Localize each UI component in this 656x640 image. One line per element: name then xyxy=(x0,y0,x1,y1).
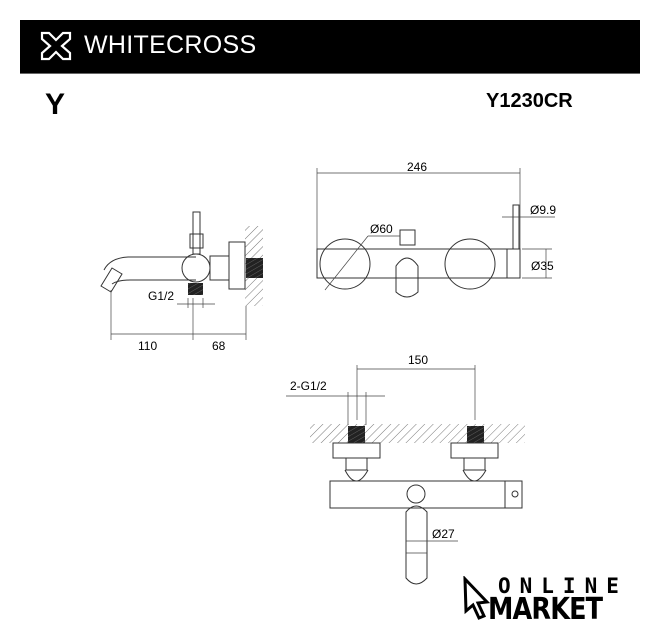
lever xyxy=(192,211,201,255)
spout-outlet xyxy=(395,257,419,298)
dim-lever-diameter: Ø9.9 xyxy=(530,203,556,217)
mixer-body xyxy=(316,248,508,279)
dim-flange-diameter: Ø60 xyxy=(370,222,393,236)
brand-header: WHITECROSS xyxy=(20,20,640,74)
lever xyxy=(512,204,520,250)
mixer-body xyxy=(181,253,211,283)
thread-label: G1/2 xyxy=(148,289,174,303)
dim-center-distance: 150 xyxy=(408,353,428,367)
dim-spout-length: 110 xyxy=(138,339,157,353)
model-number: Y1230CR xyxy=(486,90,573,112)
dim-wall-distance: 68 xyxy=(212,339,226,353)
front-view: 246 Ø60 Ø9.9 Ø35 xyxy=(316,160,556,298)
spout xyxy=(103,256,196,285)
brand-name: WHITECROSS xyxy=(84,31,257,59)
wall-flange xyxy=(228,241,246,290)
wall-hatch xyxy=(310,424,525,443)
spout xyxy=(405,505,428,585)
cursor-logo-icon xyxy=(463,576,490,620)
watermark-line2: MARKET xyxy=(488,592,603,627)
thread-block xyxy=(246,258,263,278)
bottom-view: 150 2-G1/2 Ø27 xyxy=(286,353,525,585)
watermark-line1: ONLINE xyxy=(498,574,628,598)
side-view: G1/2 110 68 xyxy=(100,211,263,353)
dim-total-width: 246 xyxy=(407,160,427,174)
flange-right xyxy=(444,238,496,290)
thread-label: 2-G1/2 xyxy=(290,379,327,393)
dim-body-diameter: Ø35 xyxy=(531,259,554,273)
series-label: Y xyxy=(45,88,66,121)
whitecross-logo-icon xyxy=(40,31,72,61)
diverter-knob xyxy=(406,484,426,504)
diverter-knob xyxy=(399,229,416,246)
flange-left xyxy=(319,238,371,290)
dim-spout-diameter: Ø27 xyxy=(432,527,455,541)
